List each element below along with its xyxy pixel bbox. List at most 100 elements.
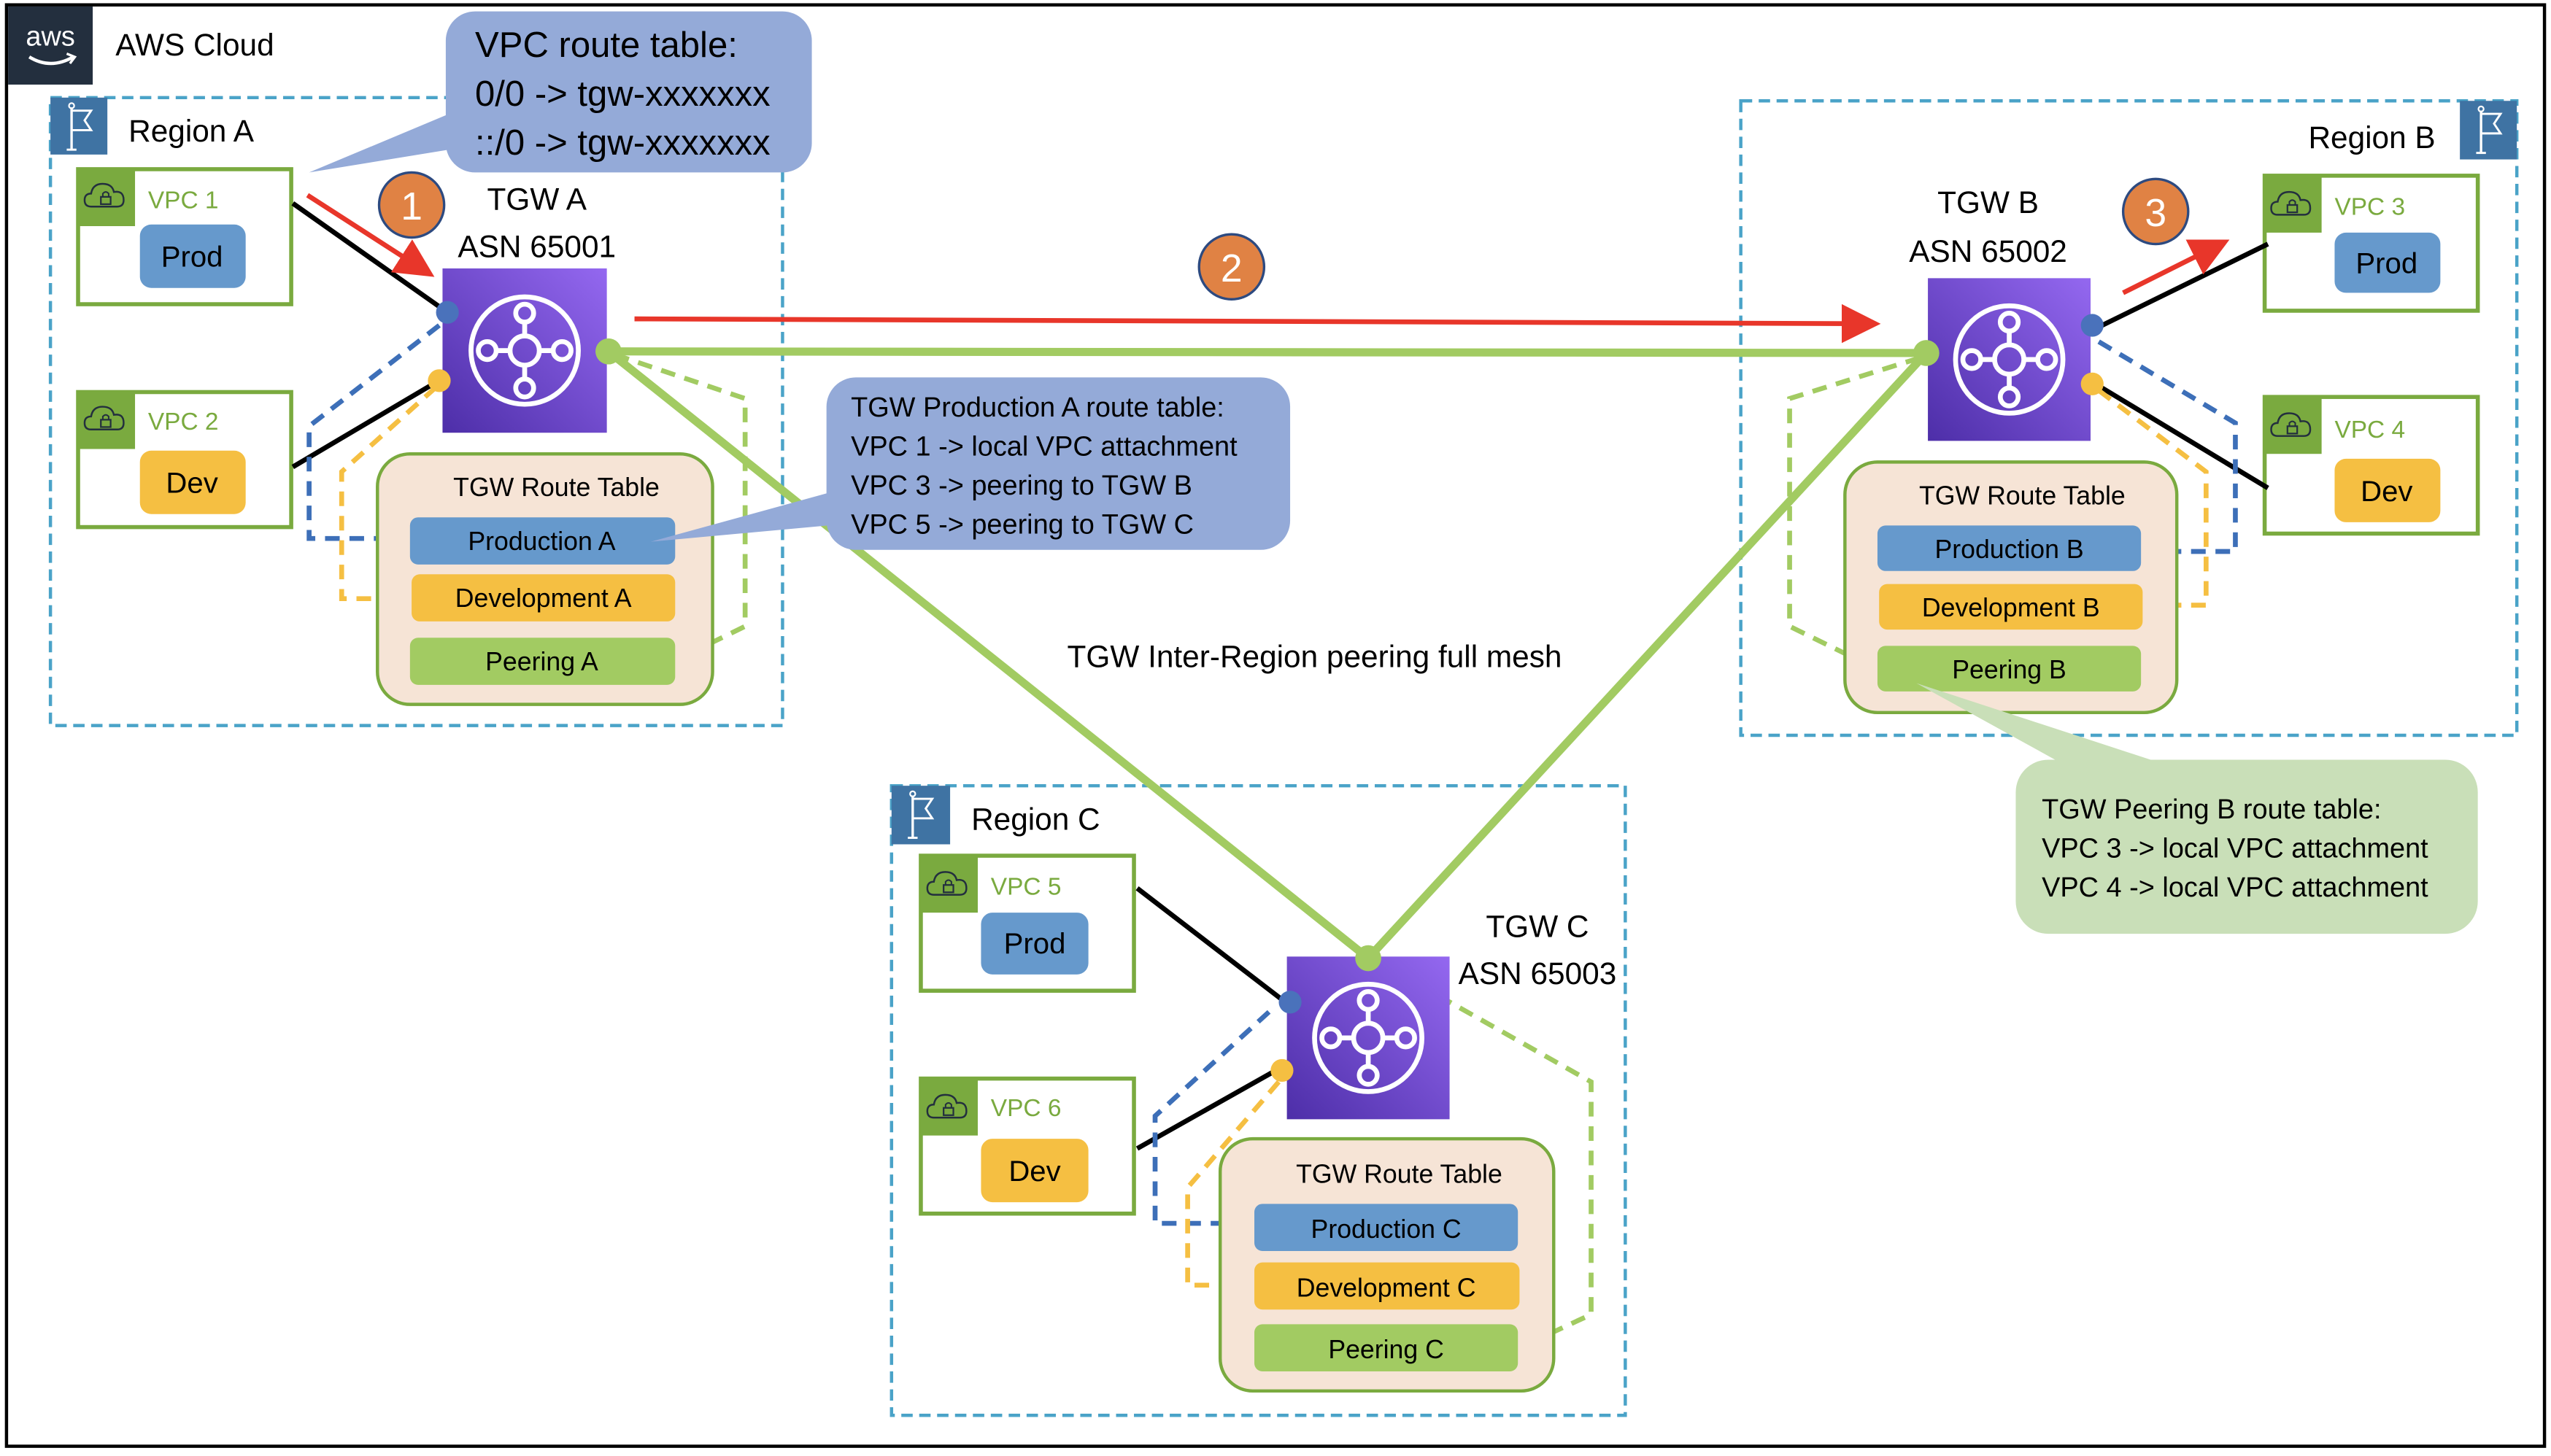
step-2-red-arrow — [634, 303, 1881, 344]
peering-line-a-b — [608, 347, 1926, 357]
route-development-c[interactable] — [1254, 1262, 1520, 1310]
route-production-b[interactable] — [1877, 525, 2142, 571]
route-production-a[interactable] — [409, 517, 676, 565]
step-3-badge — [2121, 177, 2190, 246]
vpc-route-table-line-2: ::/0 -> tgw-xxxxxxx — [475, 123, 771, 163]
tgw-a-asn: ASN 65001 — [458, 229, 616, 263]
vpc-5-attachment-line — [1135, 886, 1287, 1004]
vpc-5-label: VPC 5 — [991, 874, 1062, 901]
route-peering-c[interactable] — [1254, 1324, 1518, 1372]
tgw-c-asn: ASN 65003 — [1459, 956, 1617, 991]
vpc-3-label: VPC 3 — [2334, 193, 2405, 220]
vpc-2-dev-tag — [139, 450, 246, 514]
tgw-b-name: TGW B — [1937, 185, 2039, 220]
route-production-b-label: Production B — [1934, 535, 2083, 564]
vpc-4-attachment-line — [2093, 382, 2269, 490]
production-c-association — [1152, 1010, 1271, 1226]
callout-production-a: TGW Production A route table: VPC 1 -> l… — [650, 377, 1291, 550]
route-peering-b-label: Peering B — [1952, 655, 2066, 684]
step-2-badge — [1197, 233, 1266, 301]
step-2-number: 2 — [1221, 247, 1243, 290]
tgw-c-peering-dot — [1355, 945, 1381, 972]
vpc-6-attachment-line — [1135, 1066, 1281, 1151]
vpc-1-label: VPC 1 — [148, 187, 219, 214]
production-a-route-title: TGW Production A route table: — [851, 392, 1224, 423]
route-development-b[interactable] — [1879, 584, 2143, 630]
region-b: Region B VPC 3 Prod VPC 4 Dev TGW B ASN … — [1739, 99, 2519, 737]
tgw-b-dev-attachment-dot — [2080, 372, 2104, 395]
region-c-flag-badge — [891, 786, 951, 845]
tgw-c-icon[interactable] — [1286, 956, 1450, 1120]
region-a-label: Region A — [128, 114, 255, 148]
vpc-4-dev-tag — [2334, 458, 2441, 522]
vpc-3-attachment-line — [2094, 241, 2269, 331]
vpc-4-label: VPC 4 — [2334, 417, 2405, 444]
development-a-association — [339, 385, 438, 602]
vpc-route-table-line-1: 0/0 -> tgw-xxxxxxx — [475, 74, 771, 114]
route-table-b-title: TGW Route Table — [1919, 481, 2126, 510]
region-c-label: Region C — [971, 802, 1100, 836]
route-production-a-label: Production A — [468, 527, 615, 556]
region-c: Region C VPC 5 Prod VPC 6 Dev TGW C ASN … — [889, 783, 1627, 1417]
peering-c-association — [1373, 957, 1594, 1349]
step-1-number: 1 — [401, 185, 422, 228]
tgw-a-name: TGW A — [487, 182, 587, 217]
tgw-b-prod-attachment-dot — [2080, 314, 2104, 337]
vpc-6-dev-tag — [981, 1139, 1089, 1203]
vpc-3-env: Prod — [2355, 247, 2417, 280]
production-a-route-1: VPC 1 -> local VPC attachment — [851, 431, 1238, 462]
tgw-b-icon[interactable] — [1928, 278, 2091, 441]
route-development-c-label: Development C — [1297, 1273, 1476, 1302]
peering-line-a-c — [606, 348, 1371, 961]
aws-logo-text: aws — [26, 21, 74, 52]
route-development-a-label: Development A — [455, 584, 632, 613]
tgw-b-peering-dot — [1913, 340, 1940, 366]
mesh-label: TGW Inter-Region peering full mesh — [1068, 639, 1562, 673]
tgw-c-dev-attachment-dot — [1270, 1058, 1294, 1083]
vpc-2-env: Dev — [166, 467, 217, 500]
production-a-association — [306, 323, 441, 541]
tgw-a-dev-attachment-dot — [428, 369, 451, 392]
tgw-c-prod-attachment-dot — [1278, 991, 1302, 1014]
peering-b-association — [1787, 355, 1921, 673]
step-3-number: 3 — [2145, 192, 2166, 235]
vpc-5-prod-tag — [981, 913, 1089, 975]
region-b-flag-badge — [2460, 101, 2517, 160]
vpc-6-label: VPC 6 — [991, 1095, 1062, 1122]
route-development-b-label: Development B — [1922, 593, 2100, 622]
step-badges: 1 2 3 — [377, 171, 2190, 301]
vpc-5-env: Prod — [1004, 927, 1066, 960]
aws-logo — [8, 6, 93, 85]
peering-mesh: TGW Inter-Region peering full mesh — [595, 303, 1940, 972]
region-a-flag-badge — [50, 97, 108, 155]
region-b-label: Region B — [2308, 120, 2435, 155]
route-table-c-title: TGW Route Table — [1296, 1159, 1502, 1188]
vpc-route-table-title: VPC route table: — [475, 26, 738, 65]
vpc-1-prod-tag — [139, 224, 246, 288]
route-production-c-label: Production C — [1311, 1215, 1462, 1244]
peering-b-route-2: VPC 4 -> local VPC attachment — [2042, 872, 2428, 903]
vpc-4-env: Dev — [2361, 475, 2412, 508]
step-1-badge — [377, 171, 446, 239]
region-b-boundary — [1739, 99, 2519, 737]
vpc-3-prod-tag — [2334, 232, 2441, 293]
aws-cloud-header: aws AWS Cloud — [8, 6, 274, 85]
vpc-2-attachment-line — [291, 380, 438, 469]
vpc-1-env: Prod — [161, 241, 223, 274]
route-peering-a[interactable] — [409, 638, 676, 685]
production-a-route-2: VPC 3 -> peering to TGW B — [851, 471, 1192, 501]
step-3-red-arrow — [2122, 239, 2230, 295]
region-c-boundary — [889, 783, 1627, 1417]
route-development-a[interactable] — [412, 574, 676, 621]
tgw-b-asn: ASN 65002 — [1909, 234, 2067, 268]
callout-peering-b: TGW Peering B route table: VPC 3 -> loca… — [1916, 683, 2478, 934]
tgw-a-icon[interactable] — [442, 268, 607, 433]
production-a-route-3: VPC 5 -> peering to TGW C — [851, 509, 1194, 540]
aws-cloud-title: AWS Cloud — [115, 28, 274, 62]
peering-b-route-title: TGW Peering B route table: — [2042, 794, 2381, 825]
route-production-c[interactable] — [1254, 1204, 1518, 1251]
aws-smile-icon — [28, 55, 74, 66]
step-1-red-arrow — [306, 193, 435, 277]
route-peering-b[interactable] — [1877, 646, 2142, 692]
